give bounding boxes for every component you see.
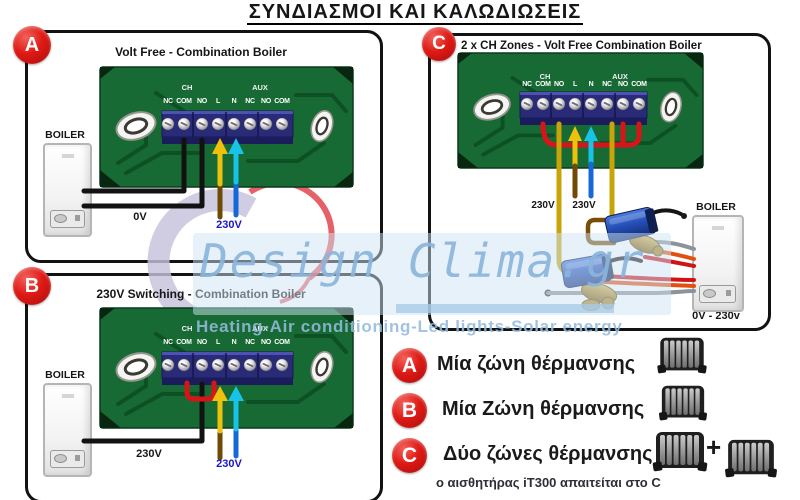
boiler-b-vent — [61, 394, 74, 398]
pcb-a — [99, 66, 354, 188]
terminal-label: NC — [163, 98, 173, 105]
radiator-icon — [658, 385, 708, 421]
terminal-label: COM — [176, 98, 192, 105]
wires-panel-b — [81, 380, 244, 461]
terminal-label: NO — [618, 81, 628, 88]
panel-c-ch-label: CH — [539, 72, 551, 81]
legend-badge-c: C — [392, 438, 427, 473]
legend-badge-b-letter: B — [401, 398, 418, 422]
panel-c-230v-zone-label: 230V — [531, 200, 555, 211]
terminal-label: L — [216, 98, 220, 105]
terminal-label: NO — [261, 339, 271, 346]
panel-b-ch-label: CH — [181, 324, 193, 333]
panel-b-aux-label: AUX — [252, 324, 268, 333]
panel-b-230v-switch-label: 230V — [136, 448, 162, 460]
page-title: ΣΥΝΔΙΑΣΜΟΙ ΚΑΙ ΚΑΛΩΔΙΩΣΕΙΣ — [246, 1, 584, 25]
terminal-label: L — [216, 339, 220, 346]
terminal-label: N — [588, 81, 594, 88]
legend-badge-b: B — [392, 393, 427, 428]
panel-a-0v-label: 0V — [133, 211, 147, 223]
terminal-label: COM — [274, 339, 290, 346]
legend-label-b: Μία Ζώνη θέρμανσης — [442, 398, 645, 420]
radiator-icon — [725, 439, 777, 478]
panel-a-header: Volt Free - Combination Boiler — [115, 45, 287, 59]
legend-badge-c-letter: C — [401, 443, 418, 467]
terminal-label: N — [231, 98, 237, 105]
terminal-label: NC — [602, 81, 612, 88]
pcb-c — [457, 52, 704, 169]
panel-c-badge: C — [422, 27, 456, 61]
panel-c-aux-label: AUX — [612, 72, 628, 81]
panel-c-header: 2 x CH Zones - Volt Free Combination Boi… — [461, 40, 702, 52]
terminal-label: NC — [163, 339, 173, 346]
legend-label-c: Δύο ζώνες θέρμανσης — [443, 443, 653, 465]
terminal-label: COM — [274, 98, 290, 105]
boiler-b — [43, 383, 92, 477]
wires-panel-a — [81, 137, 244, 220]
boiler-a-burner — [49, 210, 85, 228]
terminal-label: NC — [245, 339, 255, 346]
legend-note: ο αισθητήρας iT300 απαιτείται στο C — [436, 475, 661, 490]
terminal-label: NO — [261, 98, 271, 105]
watermark-brand: Design Clima.gr — [200, 234, 646, 288]
panel-b-badge: B — [13, 267, 51, 305]
terminal-label: N — [231, 339, 237, 346]
page-title-row: ΣΥΝΔΙΑΣΜΟΙ ΚΑΙ ΚΑΛΩΔΙΩΣΕΙΣ — [30, 1, 800, 25]
pcb-b — [99, 307, 354, 429]
boiler-c-vent — [712, 226, 724, 230]
terminal-label: NC — [522, 81, 532, 88]
watermark-band — [193, 233, 671, 315]
radiator-icon — [652, 432, 708, 472]
panel-b-230v-label: 230V — [216, 458, 242, 470]
boiler-b-burner — [49, 450, 85, 468]
boiler-c-label: BOILER — [696, 201, 736, 213]
radiator-icon — [657, 337, 707, 374]
watermark-tagline: Heating-Air conditioning-Led lights-Sola… — [196, 317, 623, 336]
watermark-underline — [396, 304, 614, 313]
legend-badge-a: A — [392, 348, 427, 383]
terminal-label: NO — [554, 81, 564, 88]
panel-a-badge-letter: A — [24, 33, 40, 56]
panel-a-230v-label: 230V — [216, 219, 242, 231]
panel-c — [428, 33, 771, 331]
terminal-label: NO — [197, 339, 207, 346]
panel-a-badge: A — [13, 26, 51, 64]
panel-c-230v-feed-label: 230V — [572, 200, 596, 211]
terminal-label: NO — [197, 98, 207, 105]
terminal-label: L — [573, 81, 577, 88]
boiler-c-voltage-label: 0V - 230v — [692, 310, 740, 322]
panel-a-ch-label: CH — [181, 83, 193, 92]
plus-sign: + — [706, 432, 722, 462]
panel-a-aux-label: AUX — [252, 83, 268, 92]
terminal-label: COM — [535, 81, 551, 88]
panel-b-badge-letter: B — [24, 274, 40, 297]
boiler-a-vent — [61, 154, 74, 158]
terminal-label: COM — [176, 339, 192, 346]
panel-c-badge-letter: C — [432, 33, 446, 54]
boiler-b-label: BOILER — [45, 369, 85, 381]
terminal-label: COM — [631, 81, 647, 88]
boiler-c — [692, 215, 744, 312]
legend-label-a: Μία ζώνη θέρμανσης — [437, 353, 636, 375]
boiler-c-burner — [698, 285, 737, 303]
legend-badge-a-letter: A — [401, 353, 418, 377]
terminal-label: NC — [245, 98, 255, 105]
boiler-a-label: BOILER — [45, 129, 85, 141]
